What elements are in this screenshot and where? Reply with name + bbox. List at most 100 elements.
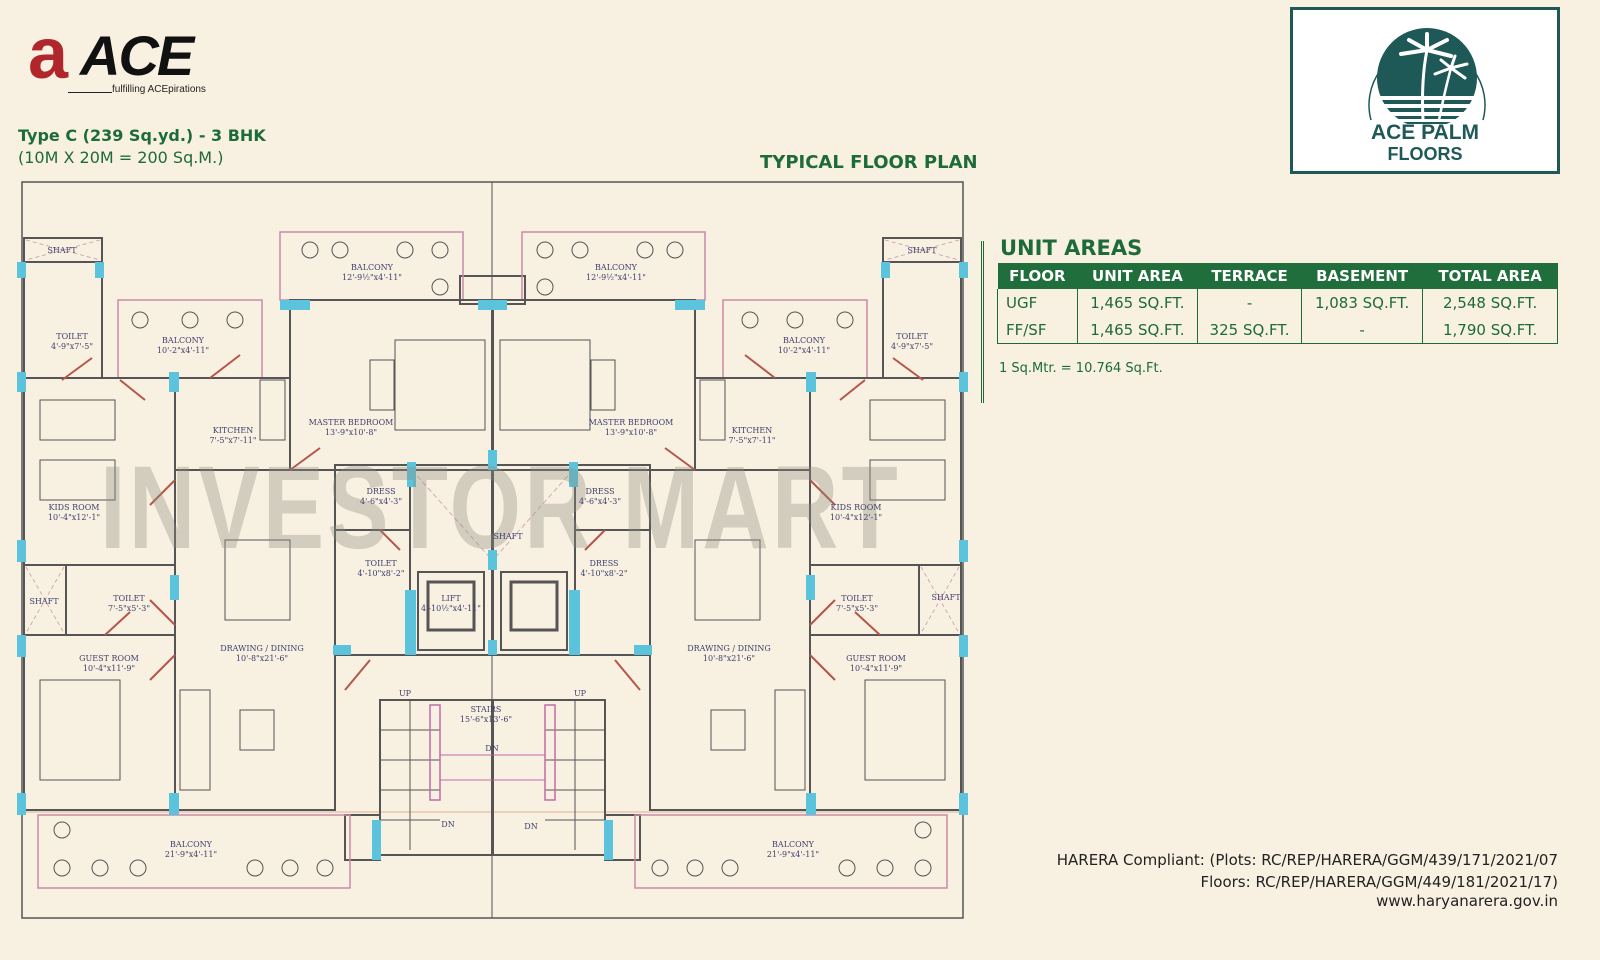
project-name: ACE PALM [1370, 121, 1480, 144]
table-cell: 325 SQ.FT. [1197, 316, 1302, 344]
room-name: DRESS [366, 487, 396, 496]
room-name: DN [524, 822, 538, 831]
room-dimensions: 4'-10"x8'-2" [580, 569, 628, 578]
room-label: SHAFT [47, 246, 76, 256]
room-dimensions: 21'-9"x4'-11" [164, 850, 218, 859]
table-cell: 1,465 SQ.FT. [1076, 289, 1199, 316]
floor-plan-drawing [15, 181, 970, 919]
room-name: SHAFT [931, 593, 961, 602]
room-dimensions: 10'-4"x11'-9" [849, 664, 903, 673]
room-name: UP [573, 689, 587, 698]
room-name: KIDS ROOM [830, 503, 882, 512]
conversion-note: 1 Sq.Mtr. = 10.764 Sq.Ft. [999, 361, 1163, 376]
palm-tree-icon [1368, 28, 1486, 124]
table-row: UGF 1,465 SQ.FT. - 1,083 SQ.FT. 2,548 SQ… [997, 289, 1558, 316]
room-label: SHAFT [29, 597, 58, 607]
room-name: DRAWING / DINING [220, 644, 304, 653]
harera-website: www.haryanarera.gov.in [1376, 892, 1558, 910]
room-label: SHAFT [907, 246, 936, 256]
room-label: SHAFT [493, 532, 522, 542]
room-name: LIFT [441, 594, 461, 603]
room-label: SHAFT [931, 593, 960, 603]
room-name: MASTER BEDROOM [588, 418, 674, 427]
room-dimensions: 10'-8"x21'-6" [702, 654, 756, 663]
room-name: BALCONY [783, 336, 825, 345]
watermark: INVESTOR MART [100, 442, 901, 574]
room-name: UP [398, 689, 412, 698]
room-dimensions: 10'-4"x11'-9" [82, 664, 136, 673]
room-dimensions: 7'-5"x7'-11" [728, 436, 776, 445]
room-name: GUEST ROOM [846, 654, 906, 663]
room-label: UP [399, 689, 411, 699]
room-dimensions: 7'-5"x5'-3" [835, 604, 879, 613]
room-dimensions: 4'-9"x7'-5" [890, 342, 934, 351]
unit-type-title: Type C (239 Sq.yd.) - 3 BHK [18, 126, 266, 145]
project-name-sub: FLOORS [1387, 144, 1463, 164]
room-dimensions: 10'-2"x4'-11" [777, 346, 831, 355]
room-dimensions: 12'-9½"x4'-11" [586, 273, 646, 282]
column-header: BASEMENT [1301, 263, 1423, 289]
ace-logo-mark: a [28, 14, 69, 94]
room-name: TOILET [365, 559, 397, 568]
unit-areas-table: FLOOR UNIT AREA TERRACE BASEMENT TOTAL A… [997, 263, 1558, 344]
table-cell: 1,083 SQ.FT. [1300, 289, 1424, 316]
logo-rule [68, 92, 112, 93]
room-name: DN [441, 820, 455, 829]
room-dimensions: 10'-4"x12'-1" [47, 513, 101, 522]
room-name: SHAFT [907, 246, 937, 255]
table-cell: 2,548 SQ.FT. [1422, 289, 1558, 316]
room-dimensions: 4'-6"x4'-3" [578, 497, 622, 506]
table-header-row: FLOOR UNIT AREA TERRACE BASEMENT TOTAL A… [997, 263, 1558, 289]
harera-line-1: HARERA Compliant: (Plots: RC/REP/HARERA/… [1056, 851, 1558, 869]
room-dimensions: 4'-10"x8'-2" [357, 569, 405, 578]
unit-areas-title: UNIT AREAS [1000, 236, 1143, 260]
room-name: TOILET [56, 332, 88, 341]
table-cell: FF/SF [997, 316, 1078, 344]
room-name: KIDS ROOM [48, 503, 100, 512]
unit-type-subtitle: (10M X 20M = 200 Sq.M.) [18, 148, 224, 167]
room-name: DN [485, 744, 499, 753]
room-dimensions: 21'-9"x4'-11" [766, 850, 820, 859]
room-name: SHAFT [29, 597, 59, 606]
table-row: FF/SF 1,465 SQ.FT. 325 SQ.FT. - 1,790 SQ… [997, 316, 1558, 344]
room-label: DN [441, 820, 454, 830]
room-name: TOILET [113, 594, 145, 603]
unit-areas-accent-bar [981, 241, 984, 403]
room-name: SHAFT [47, 246, 77, 255]
column-header: UNIT AREA [1077, 263, 1198, 289]
room-name: GUEST ROOM [79, 654, 139, 663]
room-name: BALCONY [595, 263, 637, 272]
room-dimensions: 13'-9"x10'-8" [324, 428, 378, 437]
table-cell: UGF [997, 289, 1078, 316]
ace-palm-floors-logo: ACE PALM FLOORS [1290, 7, 1560, 174]
room-name: SHAFT [493, 532, 523, 541]
room-name: BALCONY [351, 263, 393, 272]
room-name: DRESS [589, 559, 619, 568]
room-dimensions: 10'-8"x21'-6" [235, 654, 289, 663]
room-name: STAIRS [470, 705, 502, 714]
ace-logo: a ACE fulfilling ACEpirations [28, 14, 228, 102]
table-cell: 1,790 SQ.FT. [1422, 316, 1558, 344]
column-header: TOTAL AREA [1422, 263, 1558, 289]
room-label: DN [485, 744, 498, 754]
